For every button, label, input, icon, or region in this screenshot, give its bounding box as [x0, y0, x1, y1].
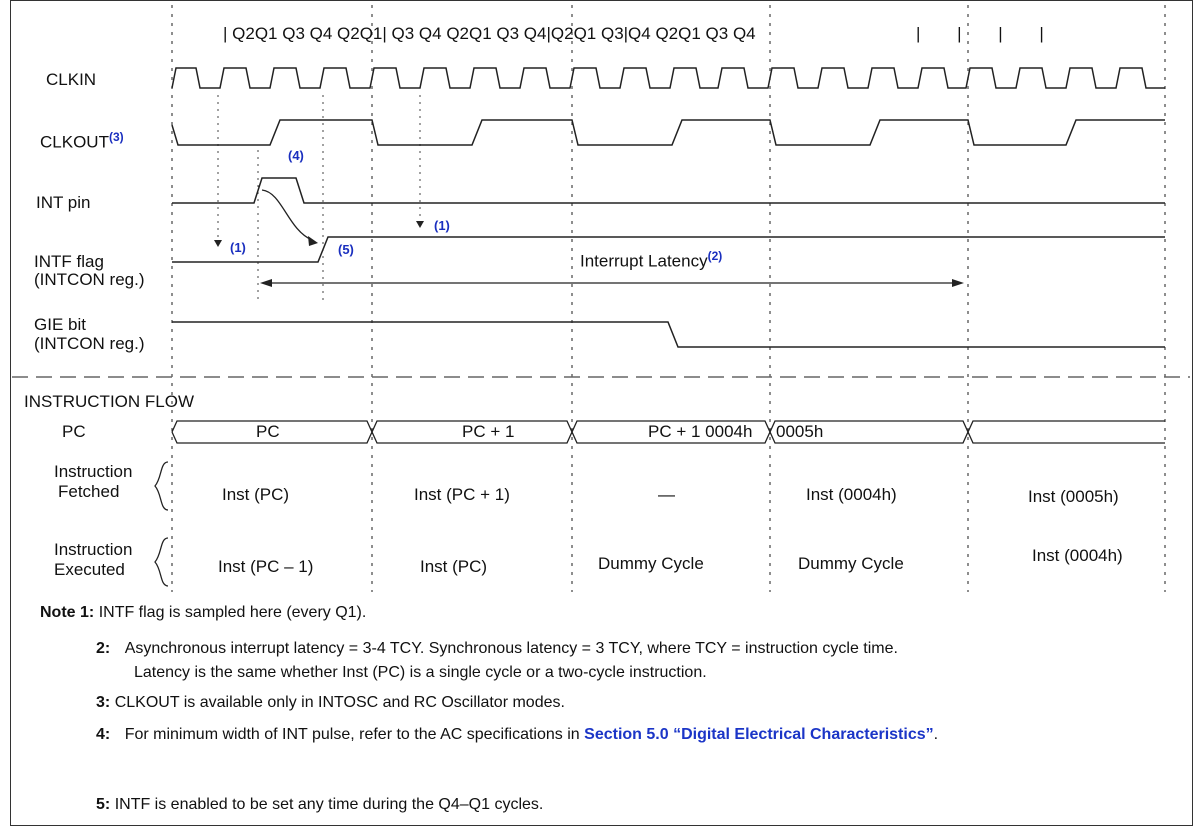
- int-pin-wave: [172, 177, 1165, 204]
- fetched-row-label-2: Fetched: [58, 482, 120, 501]
- fetched-row-label-1: Instruction: [54, 462, 133, 481]
- int-pin-fall-curve: [261, 189, 313, 241]
- sample-arrow-left: [214, 240, 222, 247]
- note-4: 4: For minimum width of INT pulse, refer…: [96, 724, 1186, 745]
- fetched-cell-3: —: [658, 485, 675, 504]
- note-1-head: Note 1:: [40, 604, 95, 621]
- fetched-brace: [154, 461, 169, 511]
- note-4-text: For minimum width of INT pulse, refer to…: [124, 726, 580, 743]
- pc-row-label: PC: [62, 422, 86, 441]
- fetched-cell-5: Inst (0005h): [1028, 487, 1119, 506]
- gie-bit-label: GIE bit: [34, 315, 86, 334]
- note-2-text: Asynchronous interrupt latency = 3-4 TCY…: [124, 640, 898, 657]
- executed-cell-1: Inst (PC – 1): [218, 557, 314, 576]
- int-arrow-head: [308, 236, 318, 246]
- q-phase-labels: | Q2Q1 Q3 Q4 Q2Q1| Q3 Q4 Q2Q1 Q3 Q4|Q2Q1…: [223, 24, 756, 43]
- note-4-head: 4:: [96, 726, 111, 743]
- fetched-cell-4: Inst (0004h): [806, 485, 897, 504]
- executed-cell-3: Dummy Cycle: [598, 554, 704, 573]
- latency-arrow-right-head: [952, 279, 964, 287]
- executed-cell-5: Inst (0004h): [1032, 546, 1123, 565]
- q-phase-tail-ticks: | | | |: [916, 24, 1044, 43]
- latency-note-ref: (2): [707, 249, 723, 263]
- sample-arrow-right: [416, 221, 424, 228]
- clkout-label-text: CLKOUT: [40, 132, 109, 152]
- intf-flag-label: INTF flag: [34, 252, 104, 271]
- fetched-cell-2: Inst (PC + 1): [414, 485, 510, 504]
- note-ref-1-left: (1): [230, 240, 246, 255]
- pc-value-3: PC + 1 0004h: [648, 422, 753, 441]
- note-3-text: CLKOUT is available only in INTOSC and R…: [114, 694, 565, 711]
- fetched-cell-1: Inst (PC): [222, 485, 290, 504]
- clkin-wave: [171, 67, 1165, 89]
- executed-cell-4: Dummy Cycle: [798, 554, 904, 573]
- pc-value-1: PC: [256, 422, 280, 441]
- note-ref-5: (5): [338, 242, 354, 257]
- note-5: 5: INTF is enabled to be set any time du…: [96, 794, 543, 815]
- pc-bus: [171, 420, 1165, 444]
- interrupt-latency-text: Interrupt Latency: [580, 251, 708, 271]
- instruction-flow-title: INSTRUCTION FLOW: [24, 392, 194, 411]
- executed-row-label-2: Executed: [54, 560, 125, 579]
- note-5-head: 5:: [96, 796, 111, 813]
- executed-cell-2: Inst (PC): [420, 557, 488, 576]
- note-ref-1-right: (1): [434, 218, 450, 233]
- clkout-label: CLKOUT(3): [40, 128, 124, 152]
- latency-arrow-left-head: [260, 279, 272, 287]
- intf-flag-reg-label: (INTCON reg.): [34, 270, 145, 289]
- pc-value-4: 0005h: [776, 422, 824, 441]
- note-2: 2: Asynchronous interrupt latency = 3-4 …: [96, 638, 1186, 659]
- section-5-link[interactable]: Section 5.0 “Digital Electrical Characte…: [584, 726, 934, 743]
- note-3: 3: CLKOUT is available only in INTOSC an…: [96, 692, 565, 713]
- note-2-head: 2:: [96, 640, 111, 657]
- intf-flag-wave: [172, 236, 1165, 263]
- executed-row-label-1: Instruction: [54, 540, 133, 559]
- clkin-label: CLKIN: [46, 70, 97, 89]
- note-1-text: INTF flag is sampled here (every Q1).: [98, 604, 367, 621]
- q-phase-markers: [217, 95, 421, 300]
- gie-bit-reg-label: (INTCON reg.): [34, 334, 145, 353]
- note-1: Note 1: INTF flag is sampled here (every…: [40, 602, 366, 623]
- note-4-end: .: [933, 726, 939, 743]
- note-3-head: 3:: [96, 694, 111, 711]
- note-2b: Latency is the same whether Inst (PC) is…: [134, 664, 707, 681]
- note-5-text: INTF is enabled to be set any time durin…: [114, 796, 544, 813]
- gie-wave: [172, 321, 1165, 348]
- clkout-wave: [171, 119, 1165, 146]
- executed-brace: [154, 537, 169, 587]
- note-ref-4: (4): [288, 148, 304, 163]
- interrupt-latency-label: Interrupt Latency(2): [580, 247, 722, 271]
- int-pin-label: INT pin: [36, 193, 91, 212]
- pc-value-2: PC + 1: [462, 422, 515, 441]
- clkout-note-ref: (3): [108, 130, 124, 144]
